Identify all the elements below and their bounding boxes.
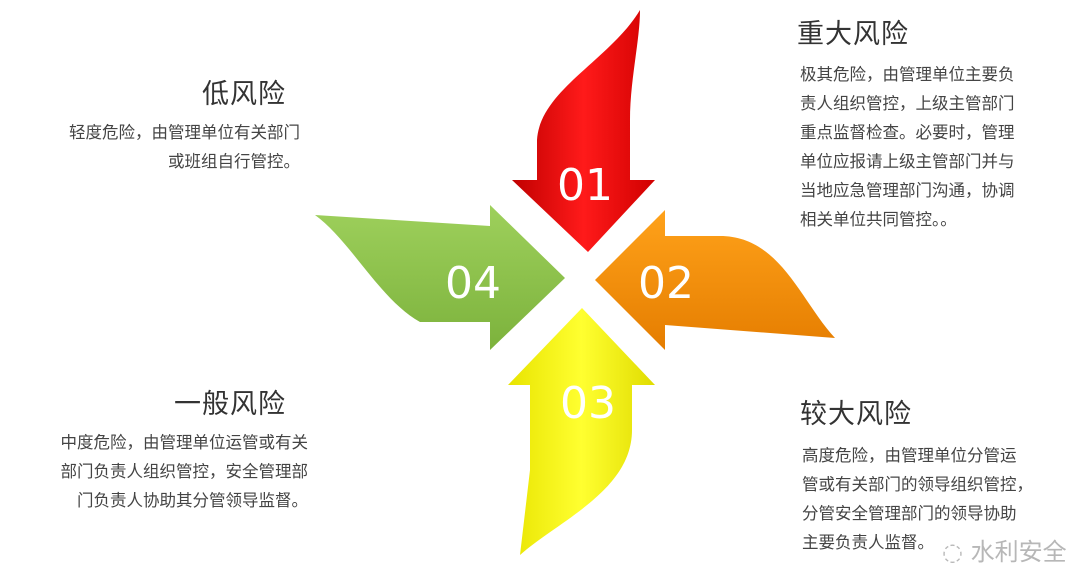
desc-line: 分管安全管理部门的领导协助 [802, 504, 1017, 523]
desc-line: 或班组自行管控。 [168, 152, 300, 171]
number-01: 01 [557, 160, 613, 211]
watermark-text: 水利安全 [970, 538, 1067, 566]
wechat-icon: ◌ [942, 538, 971, 566]
desc-line: 极其危险，由管理单位主要负 [800, 65, 1015, 84]
desc-line: 当地应急管理部门沟通，协调 [800, 181, 1015, 200]
desc-line: 相关单位共同管控。。 [800, 210, 957, 229]
watermark: ◌ 水利安全 [942, 537, 1067, 567]
desc-line: 主要负责人监督。 [802, 533, 934, 552]
desc-line: 轻度危险，由管理单位有关部门 [69, 123, 300, 142]
arrow-03-yellow [508, 308, 655, 555]
desc-large-risk: 高度危险，由管理单位分管运 管或有关部门的领导组织管控， 分管安全管理部门的领导… [802, 441, 1033, 557]
arrow-04-green [315, 205, 565, 350]
desc-low-risk: 轻度危险，由管理单位有关部门 或班组自行管控。 [69, 118, 300, 176]
desc-line: 重点监督检查。必要时，管理 [800, 123, 1015, 142]
title-large-risk: 较大风险 [800, 399, 912, 430]
desc-line: 部门负责人组织管控，安全管理部 [60, 462, 309, 481]
title-low-risk: 低风险 [202, 79, 286, 110]
number-02: 02 [638, 258, 694, 309]
desc-line: 管或有关部门的领导组织管控， [802, 475, 1033, 494]
desc-general-risk: 中度危险，由管理单位运管或有关 部门负责人组织管控，安全管理部 门负责人协助其分… [61, 428, 309, 515]
number-04: 04 [445, 258, 501, 309]
arrow-02-orange [595, 210, 835, 350]
arrow-01-red [512, 10, 655, 252]
title-general-risk: 一般风险 [174, 389, 286, 420]
number-03: 03 [560, 378, 616, 429]
desc-line: 中度危险，由管理单位运管或有关 [60, 433, 309, 452]
desc-line: 门负责人协助其分管领导监督。 [77, 491, 308, 510]
desc-line: 高度危险，由管理单位分管运 [802, 446, 1017, 465]
desc-line: 单位应报请上级主管部门并与 [800, 152, 1015, 171]
title-major-risk: 重大风险 [797, 19, 909, 50]
desc-line: 责人组织管控，上级主管部门 [800, 94, 1015, 113]
desc-major-risk: 极其危险，由管理单位主要负 责人组织管控，上级主管部门 重点监督检查。必要时，管… [800, 60, 1015, 234]
